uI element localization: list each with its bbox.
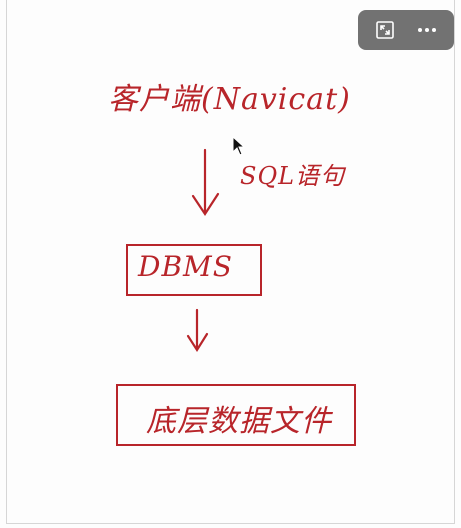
dbms-label: DBMS <box>138 250 233 283</box>
client-label: 客户端(Navicat) <box>108 82 351 117</box>
canvas-border <box>6 0 455 524</box>
data-file-box <box>116 384 356 446</box>
arrow-dbms-to-storage <box>186 308 209 353</box>
expand-icon <box>376 21 394 39</box>
data-file-label: 底层数据文件 <box>146 404 332 439</box>
image-toolbar <box>358 10 454 50</box>
more-button[interactable] <box>411 16 443 44</box>
arrow-client-to-dbms <box>191 148 220 217</box>
mouse-cursor-icon <box>232 136 246 156</box>
dbms-box <box>126 244 262 296</box>
more-horizontal-icon <box>418 28 436 32</box>
expand-button[interactable] <box>369 16 401 44</box>
sql-statement-label: SQL语句 <box>240 162 346 190</box>
